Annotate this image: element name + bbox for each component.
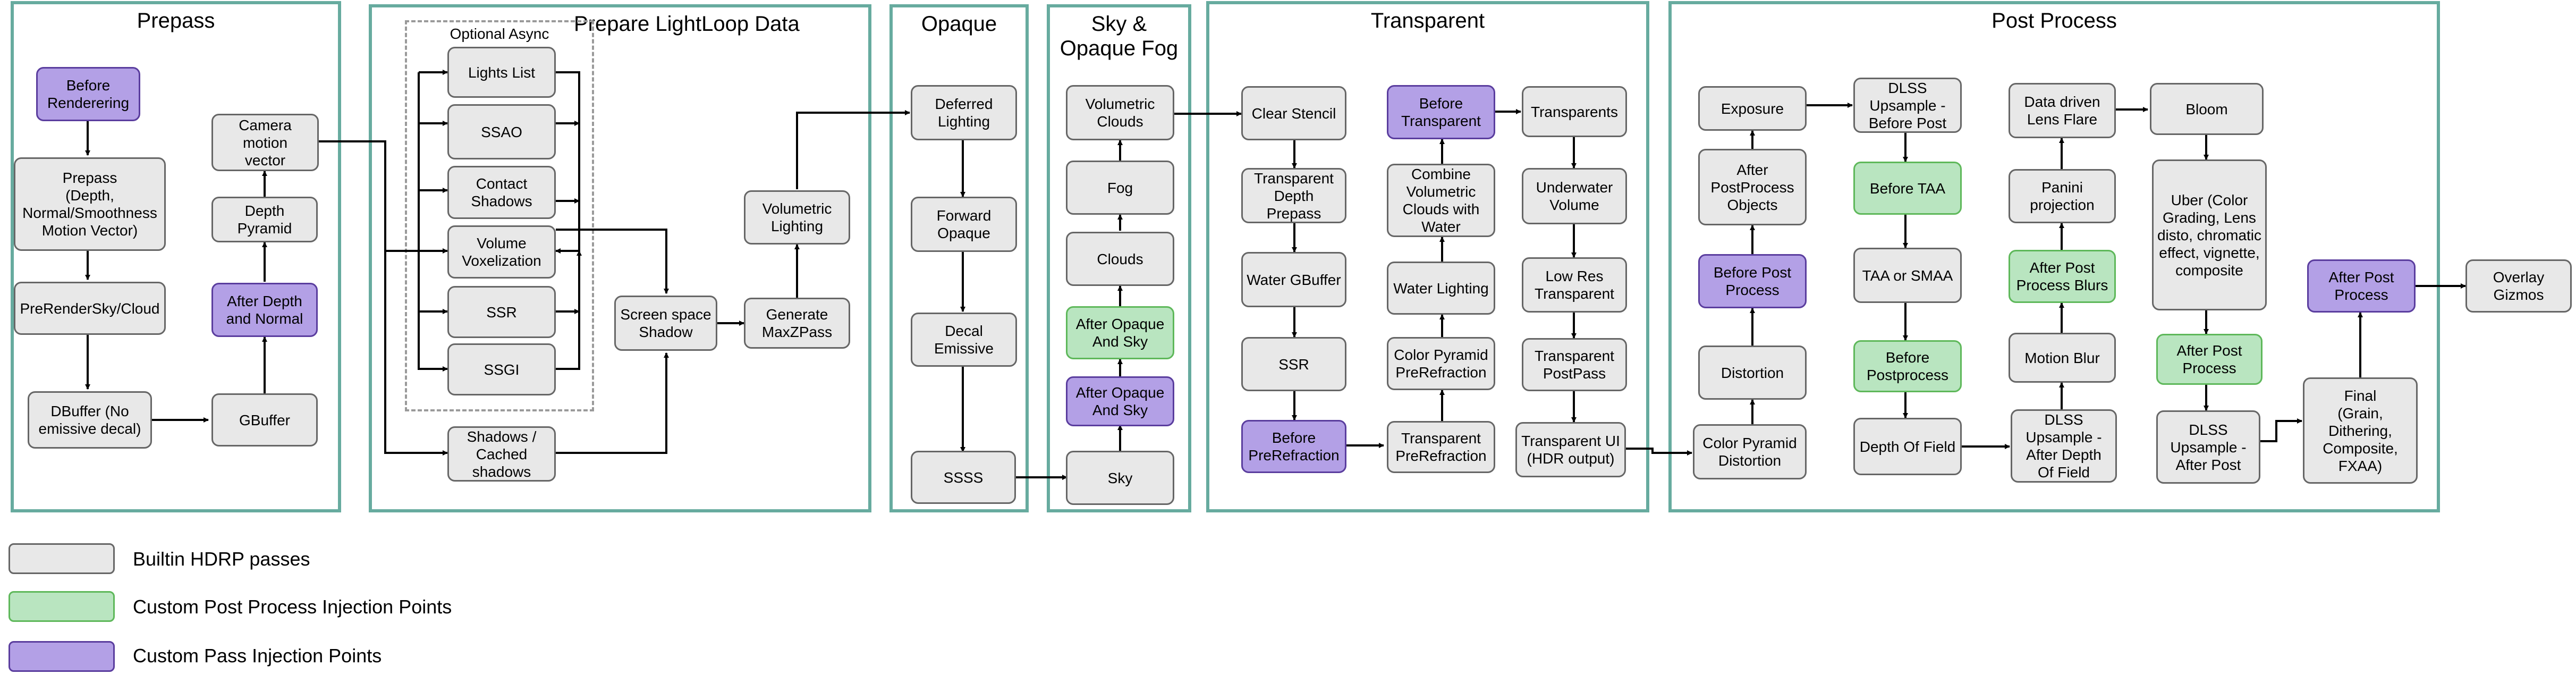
legend-label-custom-pass: Custom Pass Injection Points	[133, 645, 382, 667]
node-depth-of-field: Depth Of Field	[1853, 418, 1962, 475]
node-uber: Uber (Color Grading, Lens disto, chromat…	[2152, 159, 2267, 310]
node-after-depth-normal: After Depth and Normal	[211, 283, 318, 337]
node-fog: Fog	[1066, 161, 1174, 215]
node-data-driven-lens-flare: Data driven Lens Flare	[2009, 83, 2116, 138]
section-post-process: Post Process	[1668, 1, 2440, 512]
section-prepare-lightloop: Prepare LightLoop Data	[369, 4, 871, 512]
node-before-taa: Before TAA	[1853, 162, 1962, 215]
node-combine-volumetric-clouds: Combine Volumetric Clouds with Water	[1387, 164, 1495, 237]
node-before-transparent: Before Transparent	[1387, 85, 1495, 139]
node-distortion: Distortion	[1698, 346, 1807, 400]
node-dlss-after-dof: DLSS Upsample - After Depth Of Field	[2011, 409, 2117, 483]
node-before-post-process: Before Post Process	[1698, 254, 1807, 308]
section-sky-opaque-fog: Sky & Opaque Fog	[1047, 4, 1191, 512]
node-before-prerefraction: Before PreRefraction	[1241, 420, 1346, 473]
optional-async-label: Optional Async	[450, 26, 549, 42]
node-water-gbuffer: Water GBuffer	[1241, 252, 1346, 307]
node-underwater-volume: Underwater Volume	[1522, 168, 1627, 224]
section-transparent: Transparent	[1206, 1, 1649, 512]
node-ssss: SSSS	[911, 451, 1016, 504]
node-before-postprocess-green: Before Postprocess	[1853, 340, 1962, 392]
section-title-transparent: Transparent	[1370, 9, 1485, 32]
node-after-opaque-and-sky-custom: After Opaque And Sky	[1066, 376, 1174, 426]
section-title-opaque: Opaque	[921, 12, 997, 36]
node-contact-shadows: Contact Shadows	[447, 166, 556, 219]
node-after-opaque-and-sky-post: After Opaque And Sky	[1066, 306, 1174, 359]
node-shadows-cached: Shadows / Cached shadows	[447, 426, 556, 482]
legend-swatch-post-process	[9, 591, 115, 622]
node-exposure: Exposure	[1698, 86, 1807, 131]
legend-swatch-custom-pass	[9, 641, 115, 672]
section-title-sky: Sky & Opaque Fog	[1060, 12, 1179, 60]
node-after-post-process-blurs: After Post Process Blurs	[2009, 250, 2116, 303]
node-clear-stencil: Clear Stencil	[1241, 86, 1346, 140]
node-forward-opaque: Forward Opaque	[911, 197, 1017, 252]
node-taa-or-smaa: TAA or SMAA	[1853, 248, 1962, 303]
section-prepass: Prepass	[11, 1, 341, 512]
optional-async-group: Optional Async	[405, 20, 594, 411]
section-opaque: Opaque	[889, 4, 1029, 512]
node-sky: Sky	[1066, 451, 1174, 505]
node-prepass: Prepass (Depth, Normal/Smoothness Motion…	[14, 157, 166, 251]
node-transparent-postpass: Transparent PostPass	[1522, 338, 1627, 391]
section-title-prepass: Prepass	[137, 9, 215, 32]
node-overlay-gizmos: Overlay Gizmos	[2465, 259, 2572, 313]
node-color-pyramid-distortion: Color Pyramid Distortion	[1693, 424, 1807, 479]
node-volumetric-lighting: Volumetric Lighting	[744, 190, 850, 245]
node-water-lighting: Water Lighting	[1387, 262, 1495, 315]
node-ssao: SSAO	[447, 104, 556, 159]
node-lights-list: Lights List	[447, 47, 556, 98]
legend-swatch-builtin	[9, 543, 115, 574]
node-ssr-transparent: SSR	[1241, 337, 1346, 391]
node-generate-maxzpass: Generate MaxZPass	[744, 298, 850, 349]
node-after-post-process-custom: After Post Process	[2307, 259, 2416, 313]
node-volumetric-clouds: Volumetric Clouds	[1066, 85, 1174, 140]
node-decal-emissive: Decal Emissive	[911, 313, 1017, 367]
node-bloom: Bloom	[2150, 83, 2264, 135]
node-deferred-lighting: Deferred Lighting	[911, 85, 1017, 140]
node-prerender-sky-cloud: PreRenderSky/Cloud	[14, 282, 166, 335]
node-color-pyramid-prerefraction: Color Pyramid PreRefraction	[1387, 337, 1495, 390]
node-low-res-transparent: Low Res Transparent	[1522, 257, 1627, 313]
node-after-post-process-green: After Post Process	[2156, 334, 2263, 385]
node-motion-blur: Motion Blur	[2009, 333, 2116, 383]
node-panini-projection: Panini projection	[2009, 169, 2116, 223]
node-before-rendering: Before Renderering	[36, 67, 140, 121]
node-depth-pyramid: Depth Pyramid	[211, 197, 318, 242]
node-camera-motion-vector: Camera motion vector	[211, 114, 319, 171]
node-screen-space-shadow: Screen space Shadow	[614, 296, 717, 351]
node-dlss-before-post: DLSS Upsample - Before Post	[1853, 78, 1962, 133]
node-volume-voxelization: Volume Voxelization	[447, 225, 556, 279]
node-transparent-prerefraction: Transparent PreRefraction	[1387, 421, 1495, 473]
node-gbuffer: GBuffer	[211, 393, 318, 446]
section-title-lightloop: Prepare LightLoop Data	[574, 12, 800, 36]
legend-label-post-process: Custom Post Process Injection Points	[133, 596, 452, 618]
node-transparent-depth-prepass: Transparent Depth Prepass	[1241, 168, 1346, 223]
node-final: Final (Grain, Dithering, Composite, FXAA…	[2303, 377, 2418, 484]
node-after-postprocess-objects: After PostProcess Objects	[1698, 149, 1807, 225]
node-transparent-ui: Transparent UI (HDR output)	[1515, 422, 1626, 477]
legend-label-builtin: Builtin HDRP passes	[133, 548, 310, 570]
node-ssr-async: SSR	[447, 286, 556, 338]
section-title-post-process: Post Process	[1992, 9, 2117, 32]
node-dlss-after-post: DLSS Upsample - After Post	[2156, 410, 2260, 484]
node-dbuffer: DBuffer (No emissive decal)	[28, 391, 152, 449]
node-transparents: Transparents	[1522, 86, 1627, 137]
node-ssgi: SSGI	[447, 343, 556, 395]
node-clouds: Clouds	[1066, 232, 1174, 286]
